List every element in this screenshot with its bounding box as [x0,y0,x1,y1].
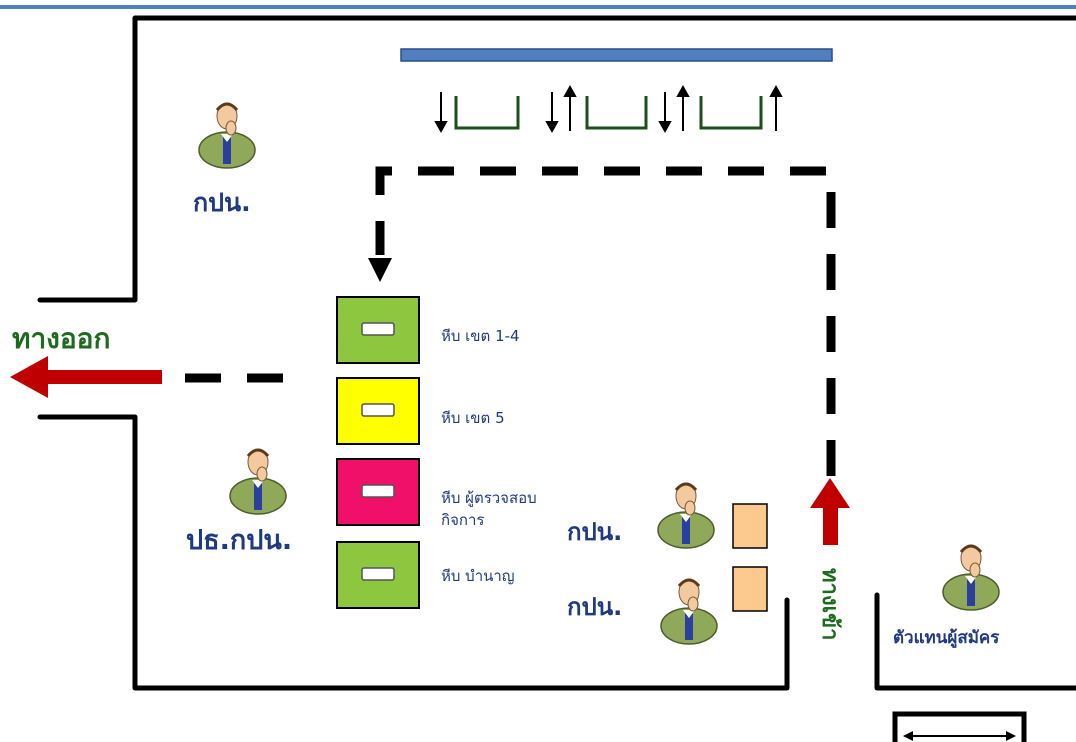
ballot-slot [361,403,395,417]
ballot-box-icon [336,296,420,609]
official-person-icon [197,101,257,170]
voting-booth-icon [454,96,763,130]
official-person-icon [656,481,716,550]
walk-path [185,166,836,538]
candidate-rep-person-icon [941,543,1001,612]
desk-icon [732,503,768,549]
ballot-box [336,377,420,445]
ballot-box-label: หีบ เขต 1-4 [441,327,520,345]
official-person-icon [659,577,719,646]
ballot-box-label: หีบ เขต 5 [441,409,505,427]
screen-bar [400,48,833,62]
ballot-slot [361,484,395,498]
entrance-arrow-icon [810,478,850,545]
ballot-slot [361,322,395,336]
booth-arrows [434,84,783,134]
ballot-box-label: หีบ ผู้ตรวจสอบ กิจการ [441,489,537,529]
path-down-arrow [368,258,392,282]
candidate-rep-label: ตัวแทนผู้สมัคร [893,628,1000,648]
official-label-top-left: กปน. [193,188,251,217]
ballot-slot [361,567,395,581]
door-symbol [892,711,1027,742]
exit-label: ทางออก [12,322,111,355]
room-walls [37,15,1076,691]
official-label-counter-1: กปน. [567,518,623,546]
official-person-icon [228,447,288,516]
chairman-label: ปธ.กปน. [186,525,293,556]
ballot-box-label: หีบ บำนาญ [441,567,515,585]
entrance-label: ทางเข้า [817,568,842,641]
official-label-counter-2: กปน. [567,593,623,621]
exit-arrow-icon [10,356,162,398]
desk-icon [732,566,768,612]
